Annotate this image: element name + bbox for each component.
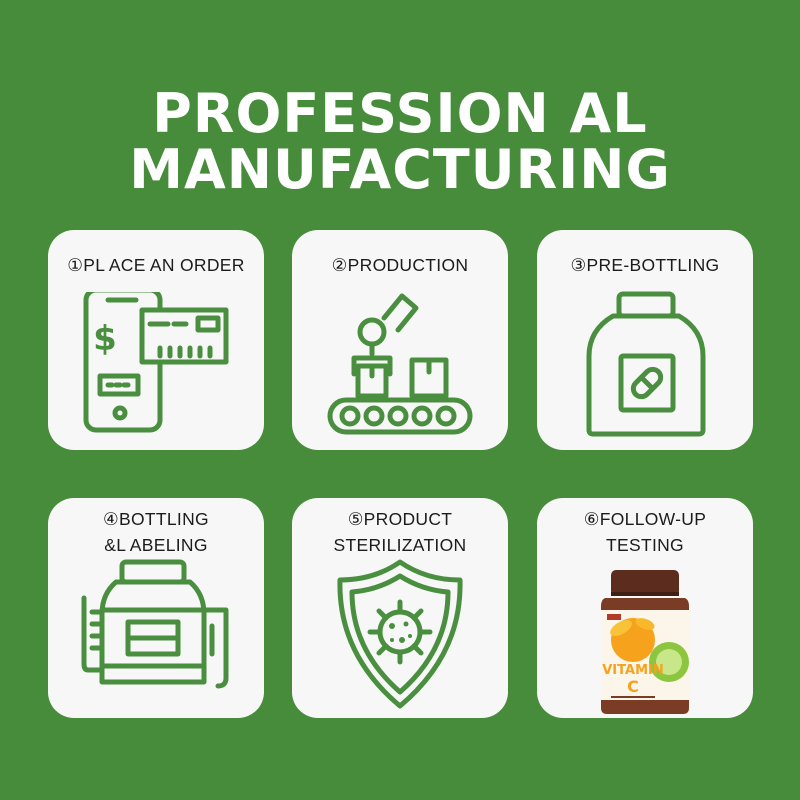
step-card-production: ②PRODUCTION [292,230,508,450]
svg-text:$: $ [93,319,117,359]
step-label: ⑥FOLLOW-UP TESTING [583,509,707,555]
product-name-line-2: C [627,677,639,696]
step-label: ⑤PRODUCT STERILIZATION [333,509,467,555]
phone-payment-card-icon: $ [83,292,229,433]
bottle-labeling-machine-icon [81,559,229,689]
virus-shield-icon [337,559,463,709]
step-label: ③PRE-BOTTLING [570,255,720,275]
step-card-follow-up-testing: ⑥FOLLOW-UP TESTING VITAMIN C [537,498,753,718]
step-card-pre-bottling: ③PRE-BOTTLING [537,230,753,450]
step-label: ④BOTTLING &L ABELING [103,509,209,555]
step-card-bottling-labeling: ④BOTTLING &L ABELING [48,498,264,718]
step-label: ①PL ACE AN ORDER [67,255,245,275]
page-title-line-2: MANUFACTURING [129,138,671,201]
step-label: ②PRODUCTION [331,255,469,275]
robot-arm-conveyor-icon [327,293,473,435]
step-card-product-sterilization: ⑤PRODUCT STERILIZATION [292,498,508,718]
page-title: PROFESSION AL MANUFACTURING [0,86,800,198]
vitamin-c-bottle-image: VITAMIN C [601,570,689,714]
step-card-place-order: ①PL ACE AN ORDER $ [48,230,264,450]
pill-bottle-icon [586,291,706,437]
product-name-line-1: VITAMIN [602,663,663,678]
page-title-line-1: PROFESSION AL [152,82,648,145]
